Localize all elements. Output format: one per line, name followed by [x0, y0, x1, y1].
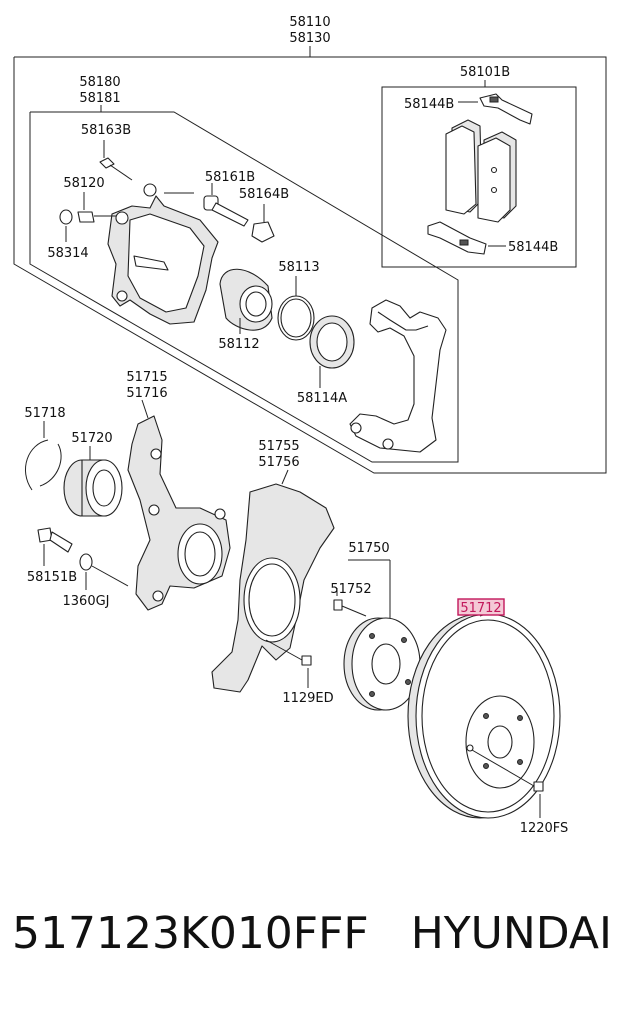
label-hub: 51750 [348, 541, 389, 556]
caliper-bracket [349, 299, 447, 453]
brake-assembly-frame [13, 46, 607, 474]
label-caliper-b: 58181 [79, 91, 120, 106]
label-snap-ring: 51718 [24, 406, 65, 421]
steering-knuckle [127, 415, 231, 611]
brake-pads [445, 119, 517, 223]
label-caliper-a: 58180 [79, 75, 120, 90]
label-pin: 58161B [205, 170, 255, 185]
label-shim-top: 58144B [404, 97, 454, 112]
label-bearing: 51720 [71, 431, 112, 446]
label-dust-cover-a: 51755 [258, 439, 299, 454]
wheel-hub [343, 559, 421, 711]
label-knuckle-b: 51716 [126, 386, 167, 401]
label-pad-kit: 58101B [460, 65, 510, 80]
caliper-body [107, 183, 219, 325]
piston-boot [309, 315, 355, 388]
wheel-bearing [63, 459, 123, 517]
caption-row: 517123K010FFF HYUNDAI [12, 908, 612, 959]
highlight-box [457, 598, 505, 616]
label-knuckle-nut: 1360GJ [63, 594, 110, 609]
label-assy-b: 58130 [289, 31, 330, 46]
pad-kit-frame [381, 86, 577, 268]
brake-disc [407, 613, 561, 819]
piston-seal [277, 276, 315, 341]
label-shim-bottom: 58144B [508, 240, 558, 255]
label-knuckle-a: 51715 [126, 370, 167, 385]
label-disc: 51712 [460, 601, 501, 616]
label-piston-boot: 58114A [297, 391, 347, 406]
caliper-frame [29, 105, 459, 463]
label-assy-a: 58110 [289, 15, 330, 30]
bleeder-cap [59, 209, 73, 225]
cover-bolt [265, 639, 312, 688]
label-knuckle-bolt: 58151B [27, 570, 77, 585]
label-hub-bolt: 51752 [330, 582, 371, 597]
snap-ring [24, 439, 62, 491]
knuckle-bolt [37, 527, 73, 566]
label-cap: 58314 [47, 246, 88, 261]
shim-bottom [427, 221, 487, 255]
bleeder-screw [77, 211, 116, 223]
label-dust-cover-b: 51756 [258, 455, 299, 470]
caption-part-number: 517123K010FFF [12, 908, 369, 959]
shim-top [479, 93, 533, 125]
label-disc-screw: 1220FS [520, 821, 569, 836]
label-bleeder: 58120 [63, 176, 104, 191]
disc-screw [471, 749, 544, 818]
knuckle-nut [79, 553, 129, 590]
guide-pin [164, 183, 249, 227]
hub-bolt [333, 588, 367, 617]
label-seal: 58113 [278, 260, 319, 275]
caption-brand: HYUNDAI [410, 908, 612, 959]
dust-cover [211, 483, 335, 693]
label-piston: 58112 [218, 337, 259, 352]
guide-bolt [99, 157, 133, 181]
caliper-piston [219, 268, 273, 334]
pin-boot [251, 204, 275, 243]
label-boot: 58164B [239, 187, 289, 202]
label-guide-bolt: 58163B [81, 123, 131, 138]
label-cover-bolt: 1129ED [282, 691, 333, 706]
